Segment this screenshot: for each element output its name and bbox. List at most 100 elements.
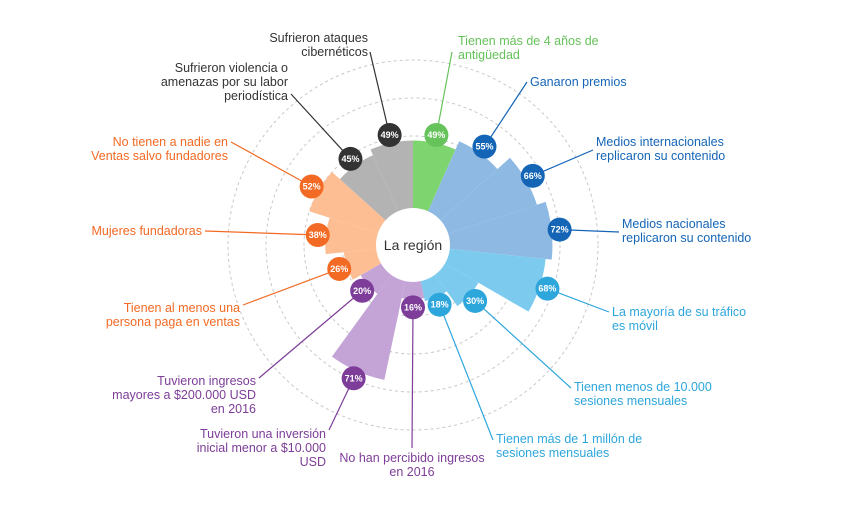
badge-value: 38%	[309, 230, 327, 240]
badge-value: 20%	[353, 286, 371, 296]
label-line: Tuvieron una inversión	[200, 427, 326, 441]
grid-ring	[265, 97, 561, 393]
leader-line-sin_ingresos	[411, 307, 414, 449]
badge-value: 16%	[404, 302, 422, 312]
badge-circle	[535, 276, 560, 301]
label-line: Sufrieron ataques	[269, 31, 368, 45]
label-line: en 2016	[211, 402, 256, 416]
badge-circle	[338, 146, 363, 171]
badge-circle	[427, 292, 452, 317]
badge-circle	[327, 256, 352, 281]
badge-circle	[341, 366, 366, 391]
badge-value: 72%	[551, 225, 569, 235]
label-line: replicaron su contenido	[596, 149, 725, 163]
value-badge-mas_1_millon: 18%	[427, 292, 452, 317]
value-badge-persona_ventas: 26%	[327, 256, 352, 281]
value-badge-medios_nacionales: 72%	[547, 217, 572, 242]
label-premios: Ganaron premios	[530, 75, 627, 89]
label-line: Sufrieron violencia o	[175, 61, 288, 75]
badge-value: 49%	[427, 130, 445, 140]
value-badge-menos_10000: 30%	[463, 288, 488, 313]
leader-line-premios	[483, 81, 528, 147]
label-line: sesiones mensuales	[574, 394, 687, 408]
bar-trafico_movil	[413, 245, 546, 312]
badge-value: 26%	[330, 264, 348, 274]
label-line: La mayoría de su tráfico	[612, 305, 746, 319]
value-badge-premios: 55%	[472, 134, 497, 159]
value-badge-nadie_ventas: 52%	[299, 174, 324, 199]
badge-value: 52%	[303, 181, 321, 191]
label-line: inicial menor a $10.000	[197, 441, 326, 455]
bar-medios_internacionales	[413, 157, 537, 245]
label-line: USD	[300, 455, 326, 469]
label-line: mayores a $200.000 USD	[112, 388, 256, 402]
label-line: replicaron su contenido	[622, 231, 751, 245]
badge-circle	[377, 122, 402, 147]
label-line: amenazas por su labor	[161, 75, 288, 89]
value-badge-sin_ingresos: 16%	[401, 295, 425, 320]
label-line: antigüedad	[458, 48, 520, 62]
label-line: Medios nacionales	[622, 217, 726, 231]
label-line: en 2016	[389, 465, 434, 479]
badge-circle	[401, 295, 425, 320]
label-line: No tienen a nadie en	[113, 135, 228, 149]
badge-circle	[472, 134, 497, 159]
leader-line-menos_10000	[474, 300, 572, 389]
leader-line-violencia	[290, 93, 351, 160]
label-line: Tienen más de 4 años de	[458, 34, 599, 48]
badge-value: 30%	[466, 296, 484, 306]
label-line: No han percibido ingresos	[339, 451, 484, 465]
value-badge-antiguedad: 49%	[424, 122, 449, 147]
badge-circle	[305, 222, 330, 247]
value-badge-medios_internacionales: 66%	[520, 163, 545, 188]
badge-value: 49%	[381, 130, 399, 140]
label-line: Tienen más de 1 millón de	[496, 432, 642, 446]
leader-line-mas_1_millon	[439, 304, 494, 441]
value-badge-mujeres_fundadoras: 38%	[305, 222, 330, 247]
badge-circle	[547, 217, 572, 242]
center-circle	[376, 208, 450, 282]
value-badge-violencia: 45%	[338, 146, 363, 171]
label-line: periodística	[224, 89, 288, 103]
label-line: persona paga en ventas	[106, 315, 240, 329]
label-line: Tienen al menos una	[124, 301, 240, 315]
leader-line-ataques	[369, 51, 391, 136]
center-label: La región	[384, 237, 442, 253]
leader-line-persona_ventas	[242, 268, 340, 306]
badge-circle	[350, 278, 375, 303]
label-line: Mujeres fundadoras	[92, 224, 202, 238]
grid-ring	[227, 59, 599, 431]
label-line: Tienen menos de 10.000	[574, 380, 712, 394]
value-badge-trafico_movil: 68%	[535, 276, 560, 301]
value-badges: 49% 55% 66% 72% 68% 30% 18% 16% 71% 20% 26% 38% 52% 4…	[299, 122, 572, 391]
leader-line-mujeres_fundadoras	[204, 230, 318, 236]
bar-inversion_inicial	[331, 245, 413, 380]
leader-line-nadie_ventas	[230, 141, 312, 188]
label-line: cibernéticos	[301, 45, 368, 59]
center: La región	[376, 208, 450, 282]
badge-circle	[520, 163, 545, 188]
label-mujeres_fundadoras: Mujeres fundadoras	[92, 224, 202, 238]
badge-circle	[299, 174, 324, 199]
label-line: Medios internacionales	[596, 135, 724, 149]
badge-value: 18%	[431, 300, 449, 310]
badge-value: 71%	[345, 373, 363, 383]
label-line: Tuvieron ingresos	[157, 374, 256, 388]
leader-line-ingresos_200000	[258, 290, 363, 379]
